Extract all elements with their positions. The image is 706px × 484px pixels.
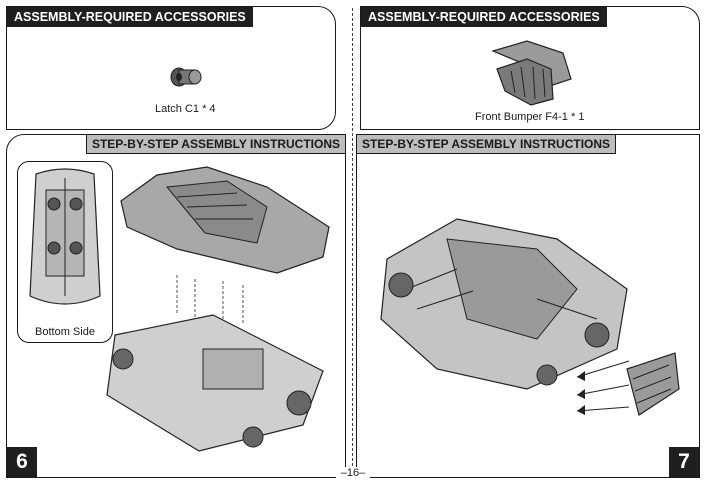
- latch-icon: [170, 67, 202, 87]
- car-body-shell-illustration: [120, 166, 330, 274]
- accessory-caption: Front Bumper F4-1 * 1: [475, 111, 585, 123]
- accessory-panel-bumper: ASSEMBLY-REQUIRED ACCESSORIES Front Bump…: [360, 6, 700, 130]
- step-panel-6: STEP-BY-STEP ASSEMBLY INSTRUCTIONS Botto…: [6, 134, 346, 478]
- accessory-caption: Latch C1 * 4: [155, 103, 216, 115]
- step-panel-7: STEP-BY-STEP ASSEMBLY INSTRUCTIONS 7: [356, 134, 700, 478]
- front-bumper-illustration: [626, 352, 680, 416]
- inset-label: Bottom Side: [35, 326, 95, 338]
- bumper-icon: [491, 40, 572, 106]
- step-number: 7: [669, 447, 699, 477]
- assembly-arrows: [576, 360, 630, 415]
- page-divider: [352, 8, 353, 476]
- accessory-title: ASSEMBLY-REQUIRED ACCESSORIES: [7, 7, 253, 27]
- assembled-car-illustration: [380, 218, 628, 390]
- chassis-illustration: [106, 275, 324, 452]
- page-number: –16–: [336, 467, 370, 479]
- car-body-bottom-illustration: [29, 168, 101, 305]
- step-title: STEP-BY-STEP ASSEMBLY INSTRUCTIONS: [85, 135, 345, 154]
- accessory-panel-latch: ASSEMBLY-REQUIRED ACCESSORIES Latch C1 *…: [6, 6, 336, 130]
- step-title: STEP-BY-STEP ASSEMBLY INSTRUCTIONS: [357, 135, 617, 154]
- step-number: 6: [7, 447, 37, 477]
- bottom-side-inset: Bottom Side: [17, 161, 113, 343]
- accessory-title: ASSEMBLY-REQUIRED ACCESSORIES: [361, 7, 607, 27]
